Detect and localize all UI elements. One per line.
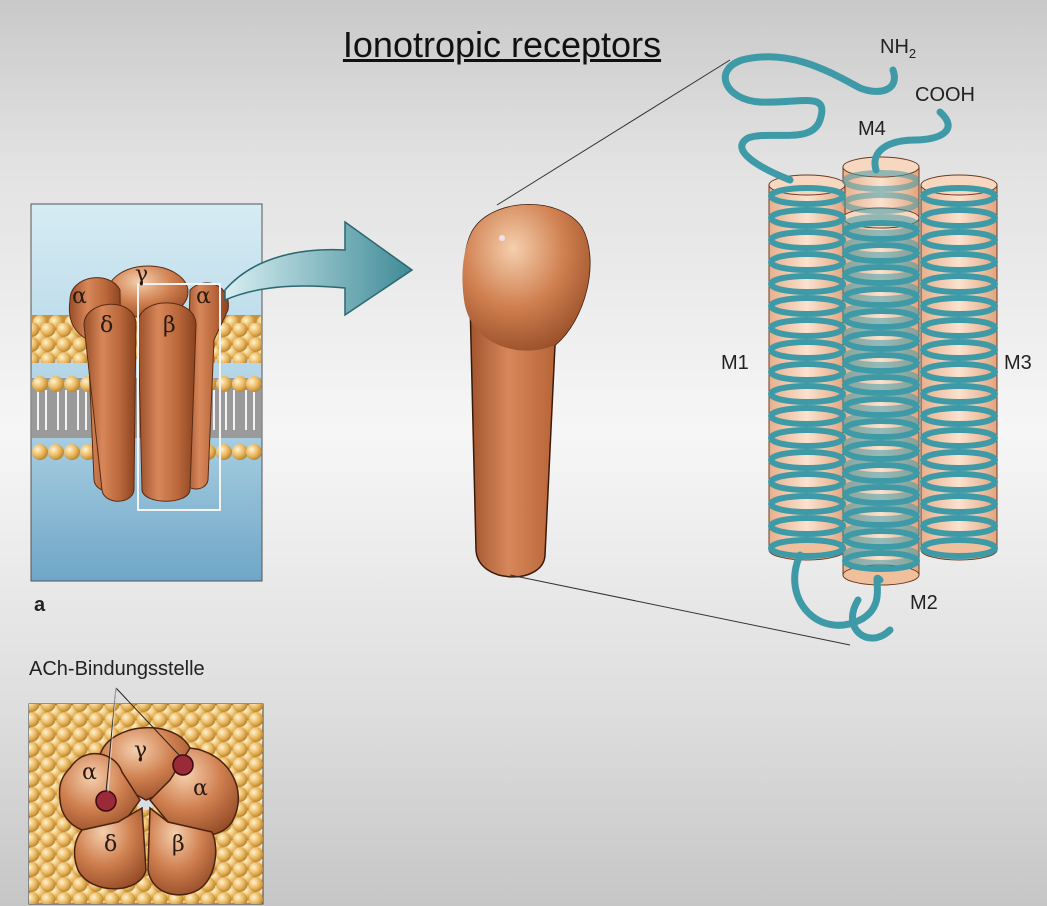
panel-a-receptor-membrane [30, 203, 263, 582]
helix-turn [842, 462, 920, 484]
top-beta-label: β [172, 832, 185, 857]
top-gamma-label: γ [134, 738, 148, 763]
helix-turn [842, 220, 920, 242]
helix-turn [842, 286, 920, 308]
helix-turn [842, 214, 920, 236]
helix-turn [768, 449, 846, 471]
helix-turn [842, 264, 920, 286]
top-alpha-left-label: α [82, 760, 97, 785]
helix-turn [768, 361, 846, 383]
helix-turn [768, 229, 846, 251]
single-subunit [462, 204, 591, 578]
helix-turn [920, 515, 998, 537]
helix-turn [842, 352, 920, 374]
panel-a-label: a [34, 594, 46, 616]
top-view-pentamer [28, 687, 264, 905]
m3-label: M3 [1004, 352, 1032, 374]
helix-turn [842, 484, 920, 506]
helix-turn [842, 242, 920, 264]
m2-label: M2 [910, 592, 938, 614]
subunit-alpha-left-label: α [72, 284, 87, 309]
zoom-line-top [496, 59, 731, 206]
helix-turn [842, 170, 920, 192]
binding-site-left [95, 790, 117, 812]
helix-turn [920, 493, 998, 515]
helix-turn [768, 339, 846, 361]
helix-turn [842, 330, 920, 352]
helix-turn [920, 339, 998, 361]
membrane-head-row [32, 376, 262, 460]
helix-turn [842, 550, 920, 572]
receptor-pentamer [68, 265, 229, 502]
helix-turn [842, 506, 920, 528]
helix-turn [920, 427, 998, 449]
top-alpha-right-label: α [193, 776, 208, 801]
helix-turn [842, 374, 920, 396]
page-title: Ionotropic receptors [342, 24, 662, 65]
helix-turn [920, 207, 998, 229]
helix-turn [768, 515, 846, 537]
subunit-delta-label: δ [100, 313, 114, 338]
zoom-line-bottom [509, 574, 851, 646]
helix-turn [768, 317, 846, 339]
helix-turn [768, 295, 846, 317]
binding-site-label: ACh-Bindungsstelle [29, 658, 205, 680]
helix-turn [920, 537, 998, 559]
subunit-delta [73, 806, 147, 890]
helix-turn [768, 427, 846, 449]
helix-turn [842, 308, 920, 330]
helix-turn [842, 192, 920, 214]
helix-turn [920, 361, 998, 383]
helix-turn [768, 537, 846, 559]
helix-turn [768, 251, 846, 273]
helix-turn [920, 229, 998, 251]
helix-turn [768, 185, 846, 207]
helix-turn [768, 471, 846, 493]
subunit-alpha-right-label: α [196, 284, 211, 309]
selection-box [137, 283, 221, 511]
zoom-arrow [224, 220, 414, 317]
bottom-loop-2 [849, 596, 894, 642]
helix-turn [768, 493, 846, 515]
top-delta-label: δ [104, 832, 118, 857]
helix-turn [842, 418, 920, 440]
c-terminal-loop [871, 108, 952, 174]
helix-turn [842, 396, 920, 418]
cooh-label: COOH [915, 84, 975, 106]
helix-turn [842, 528, 920, 550]
subunit-beta-label: β [163, 313, 176, 338]
nh2-label: NH2 [880, 36, 917, 61]
helix-turn [768, 273, 846, 295]
helix-turn [920, 251, 998, 273]
m1-label: M1 [721, 352, 749, 374]
helix-turn [920, 405, 998, 427]
subunit-gamma-label: γ [135, 262, 149, 287]
helix-turn [768, 207, 846, 229]
helix-turn [920, 471, 998, 493]
helix-turn [920, 295, 998, 317]
binding-site-right [172, 754, 194, 776]
m4-label: M4 [858, 118, 886, 140]
helix-turn [842, 440, 920, 462]
helix-turn [920, 273, 998, 295]
helix-turn [920, 449, 998, 471]
n-terminal-loop [721, 53, 898, 184]
helix-turn [920, 317, 998, 339]
helix-turn [768, 383, 846, 405]
helix-turn [768, 405, 846, 427]
subunit-beta [147, 806, 217, 896]
helix-turn [920, 383, 998, 405]
helix-turn [920, 185, 998, 207]
helix-bundle [721, 53, 998, 642]
